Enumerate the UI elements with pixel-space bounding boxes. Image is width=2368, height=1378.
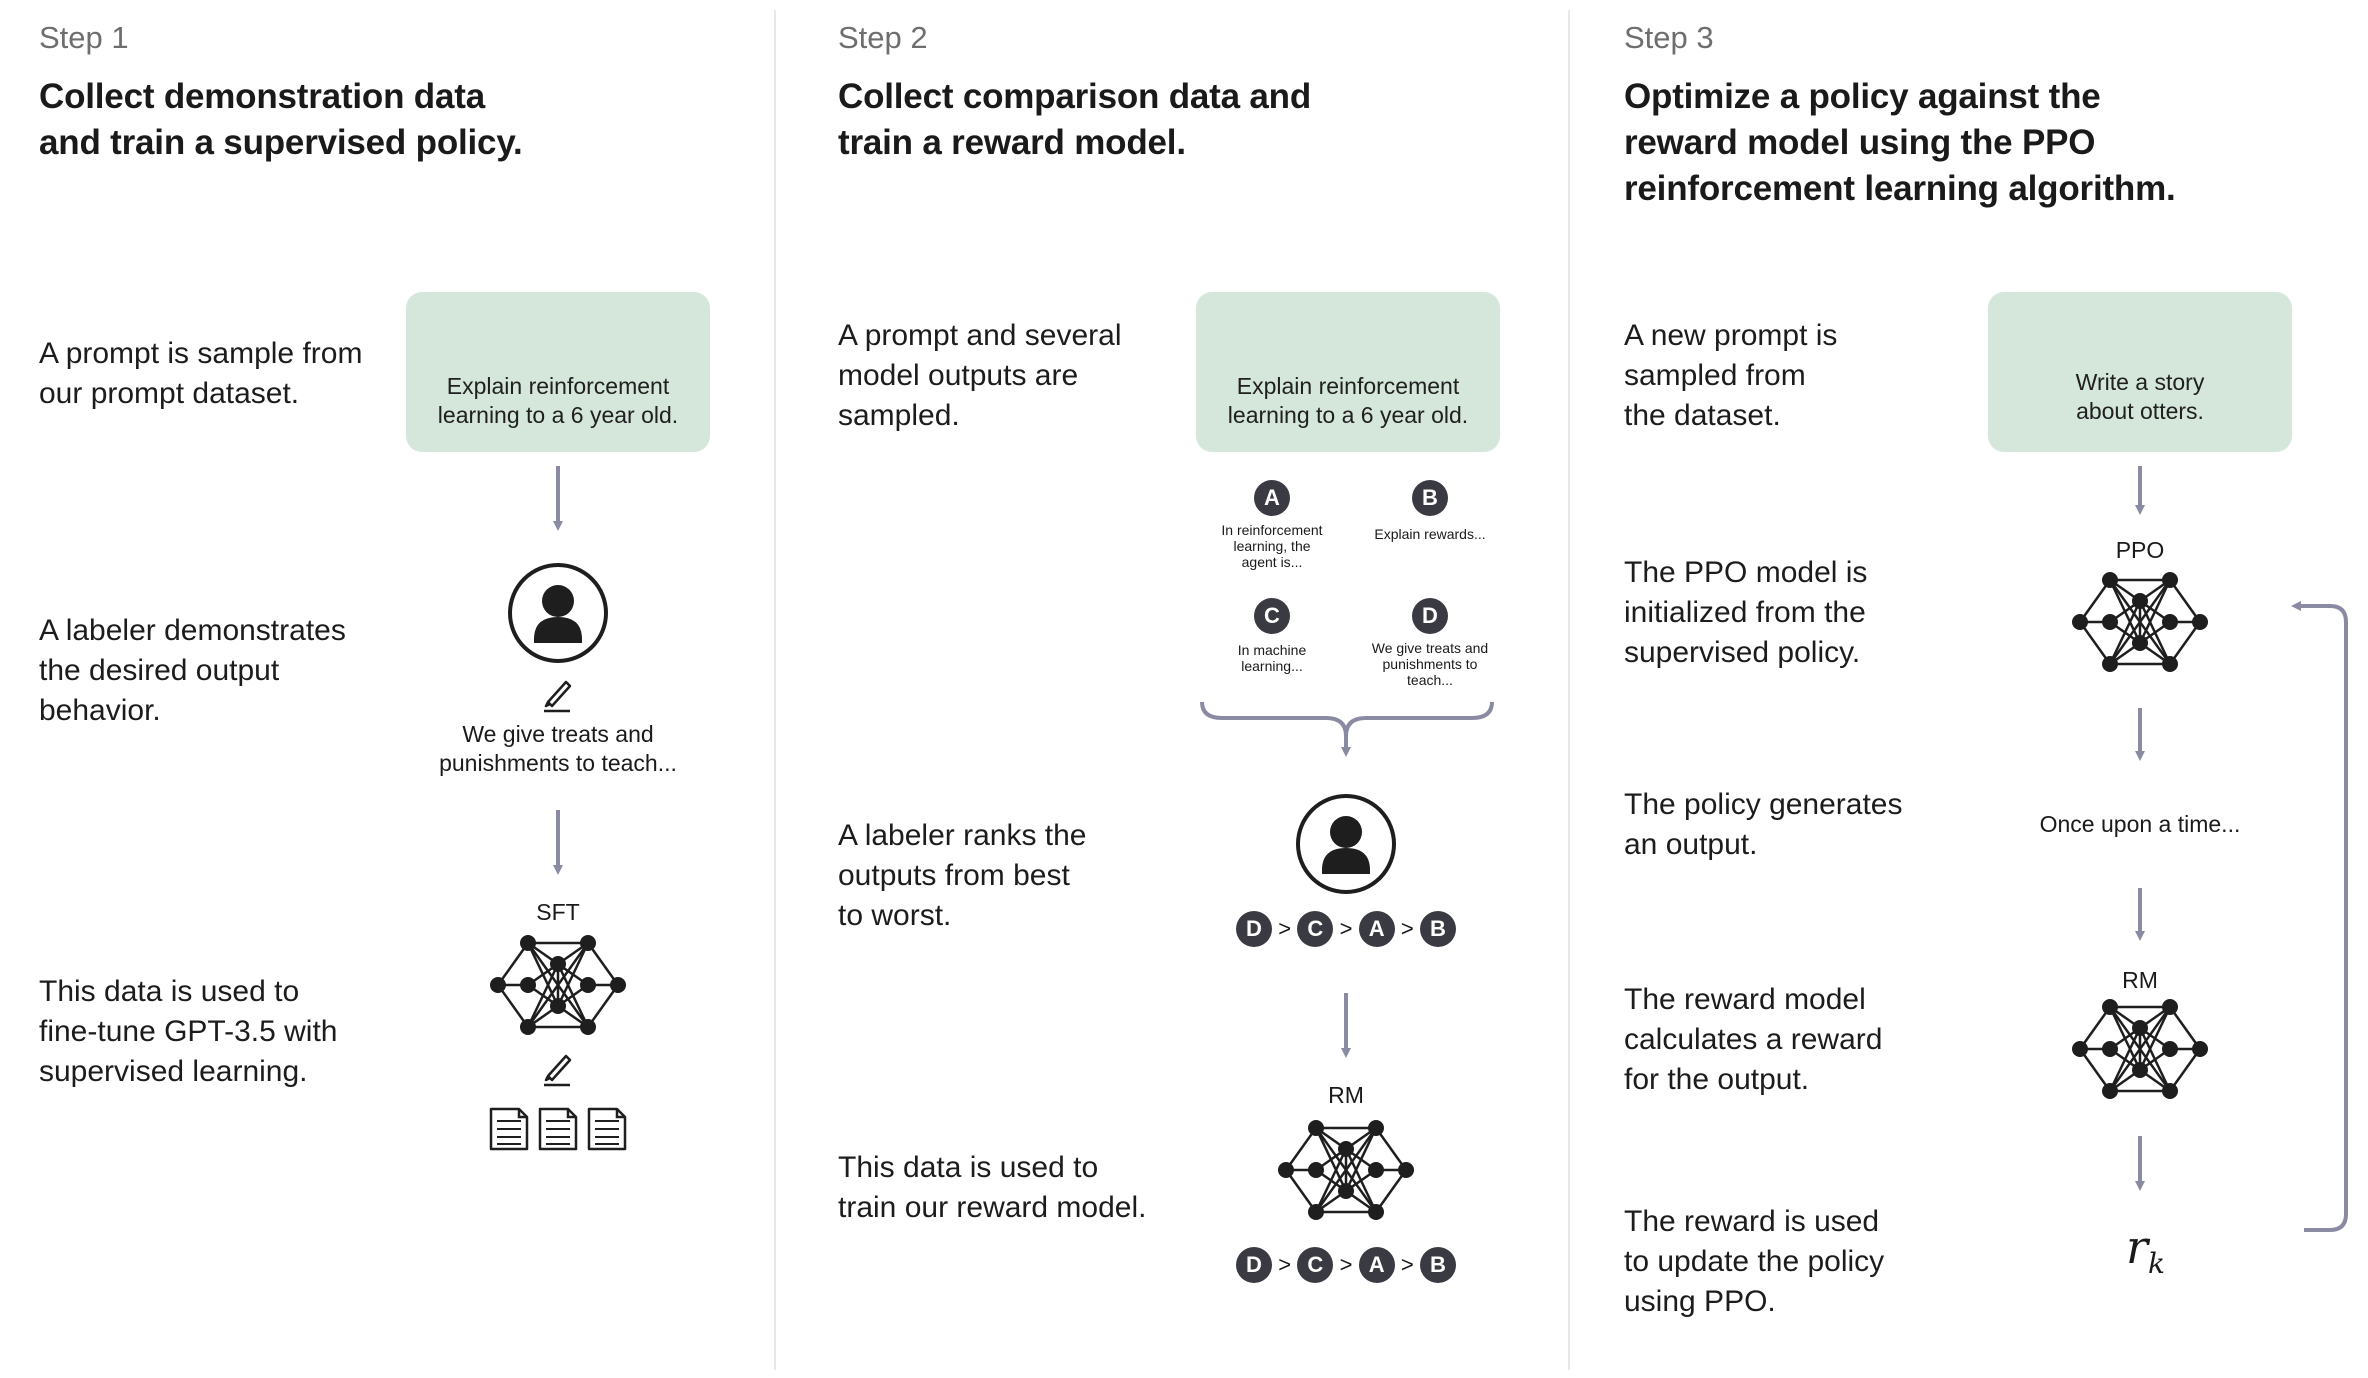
labeler-icon: [508, 563, 608, 663]
step-3-heading: Optimize a policy against the reward mod…: [1624, 77, 2176, 208]
reward-symbol-letter: r: [2126, 1220, 2148, 1274]
output-text: In reinforcement learning, the agent is.…: [1221, 522, 1323, 570]
rank-separator: >: [1339, 1252, 1353, 1277]
rank-badge: D: [1236, 1247, 1272, 1283]
output-text: Explain rewards...: [1374, 526, 1486, 542]
output-letter-badge: B: [1412, 480, 1448, 516]
rank-separator: >: [1400, 916, 1414, 941]
prompt-text: Write a story about otters.: [2075, 369, 2205, 424]
rank-separator: >: [1278, 916, 1292, 941]
column-divider-2: [1568, 10, 1570, 1370]
step-1-prompt-card: Explain reinforcement learning to a 6 ye…: [406, 292, 710, 452]
reward-symbol: rk: [2126, 1220, 2165, 1280]
neural-network-icon: [488, 933, 628, 1037]
demonstration-text: We give treats and punishments to teach.…: [439, 721, 677, 776]
step-1-description-finetune: This data is used to fine-tune GPT-3.5 w…: [39, 975, 338, 1088]
rank-badge: C: [1297, 911, 1334, 947]
document-icon: [538, 1107, 578, 1151]
rm-model-label: RM: [1328, 1082, 1364, 1108]
neural-network-icon: [2070, 570, 2210, 674]
pencil-icon: [542, 680, 572, 713]
rank-badge: D: [1236, 911, 1272, 947]
ranking-row: D > C > A > B: [1236, 910, 1456, 948]
step-3-description-output: The policy generates an output.: [1624, 788, 1903, 861]
rank-separator: >: [1278, 1252, 1292, 1277]
model-output-a: A In reinforcement learning, the agent i…: [1212, 480, 1332, 572]
prompt-text: Explain reinforcement learning to a 6 ye…: [1227, 373, 1469, 428]
prompt-text: Explain reinforcement learning to a 6 ye…: [437, 373, 679, 428]
output-letter-badge: D: [1412, 598, 1448, 634]
neural-network-icon: [1276, 1118, 1416, 1222]
rank-badge: B: [1419, 1247, 1456, 1283]
rank-badge: A: [1358, 1247, 1395, 1283]
step-1-label: Step 1: [39, 20, 129, 55]
labeler-icon: [1296, 794, 1396, 894]
step-2-description-ranking: A labeler ranks the outputs from best to…: [838, 819, 1087, 932]
step-3-description-reward: The reward model calculates a reward for…: [1624, 983, 1883, 1096]
step-2-label: Step 2: [838, 20, 928, 55]
document-icon: [587, 1107, 627, 1151]
rank-badge: C: [1297, 1247, 1334, 1283]
ranking-row: D > C > A > B: [1236, 1246, 1456, 1284]
step-3-description-prompt: A new prompt is sampled from the dataset…: [1624, 319, 1838, 432]
pencil-icon: [542, 1054, 572, 1087]
rank-separator: >: [1339, 916, 1353, 941]
policy-output-text: Once upon a time...: [2039, 811, 2241, 837]
step-2-description-prompt: A prompt and several model outputs are s…: [838, 319, 1122, 432]
rank-badge: A: [1358, 911, 1395, 947]
output-text: In machine learning...: [1237, 642, 1307, 674]
rank-badge: B: [1419, 911, 1456, 947]
model-output-d: D We give treats and punishments to teac…: [1370, 598, 1490, 690]
rm-model-label: RM: [2122, 967, 2158, 993]
step-2-prompt-card: Explain reinforcement learning to a 6 ye…: [1196, 292, 1500, 452]
neural-network-icon: [2070, 997, 2210, 1101]
model-output-c: C In machine learning...: [1212, 598, 1332, 690]
column-divider-1: [774, 10, 776, 1370]
sft-model-label: SFT: [536, 899, 580, 925]
step-1-heading: Collect demonstration data and train a s…: [39, 77, 523, 162]
step-3-description-ppo: The PPO model is initialized from the su…: [1624, 556, 1868, 669]
step-2-heading: Collect comparison data and train a rewa…: [838, 77, 1312, 162]
output-letter-badge: A: [1254, 480, 1290, 516]
step-1-description-prompt: A prompt is sample from our prompt datas…: [39, 337, 363, 410]
reward-subscript: k: [2148, 1247, 2165, 1281]
model-output-b: B Explain rewards...: [1370, 480, 1490, 572]
step-1-description-labeler: A labeler demonstrates the desired outpu…: [39, 614, 346, 727]
step-3-description-update: The reward is used to update the policy …: [1624, 1205, 1885, 1318]
output-text: We give treats and punishments to teach.…: [1371, 640, 1489, 688]
feedback-loop-arrow-icon: [2291, 601, 2348, 1232]
ppo-model-label: PPO: [2115, 537, 2165, 563]
step-2-description-train: This data is used to train our reward mo…: [838, 1151, 1147, 1224]
output-letter-badge: C: [1254, 598, 1290, 634]
rank-separator: >: [1400, 1252, 1414, 1277]
step-3-label: Step 3: [1624, 20, 1714, 55]
document-icon: [489, 1107, 529, 1151]
step-3-prompt-card: Write a story about otters.: [1988, 292, 2292, 452]
